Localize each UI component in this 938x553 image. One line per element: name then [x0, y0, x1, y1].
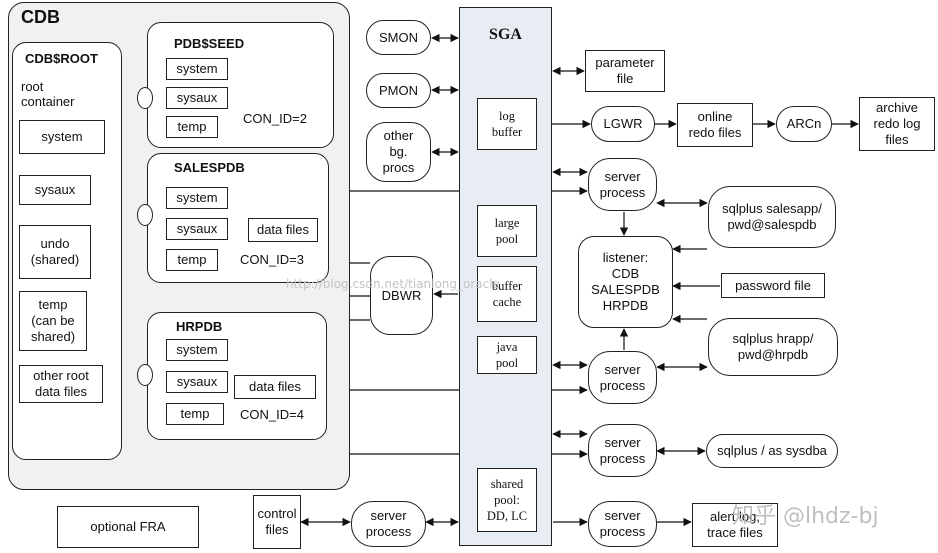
online-redo-files: online redo files — [677, 103, 753, 147]
root-system-file: system — [19, 120, 105, 154]
hrpdb-data-files: data files — [234, 375, 316, 399]
watermark-zhihu: 知乎 @lhdz-bj — [732, 504, 879, 529]
pdb-seed-con-id: CON_ID=2 — [243, 111, 307, 126]
hrpdb-temp-file: temp — [166, 403, 224, 425]
root-sysaux-file: sysaux — [19, 175, 91, 205]
server-process-sysdba: server process — [588, 424, 657, 477]
other-bg-procs: other bg. procs — [366, 122, 431, 182]
smon-process: SMON — [366, 20, 431, 55]
alert-log-trace-files: alert log, trace files — [692, 503, 778, 547]
hrpdb-plug-icon — [137, 364, 153, 386]
salespdb-plug-icon — [137, 204, 153, 226]
shared-pool: shared pool: DD, LC — [477, 468, 537, 532]
client-sqlplus-salesapp: sqlplus salesapp/ pwd@salespdb — [708, 186, 836, 248]
client-sqlplus-sysdba: sqlplus / as sysdba — [706, 434, 838, 468]
sga-title: SGA — [489, 26, 522, 43]
large-pool: large pool — [477, 205, 537, 257]
lgwr-process: LGWR — [591, 106, 655, 142]
cdb-root-title: CDB$ROOT — [25, 51, 98, 66]
pdb-seed-system-file: system — [166, 58, 228, 80]
hrpdb-sysaux-file: sysaux — [166, 371, 228, 393]
cdb-title: CDB — [21, 7, 60, 27]
pdb-seed-sysaux-file: sysaux — [166, 87, 228, 109]
root-undo-file: undo (shared) — [19, 225, 91, 279]
root-temp-file: temp (can be shared) — [19, 291, 87, 351]
root-other-data-files: other root data files — [19, 365, 103, 403]
hrpdb-title: HRPDB — [176, 319, 223, 334]
password-file: password file — [721, 273, 825, 298]
salespdb-sysaux-file: sysaux — [166, 218, 228, 240]
optional-fra: optional FRA — [57, 506, 199, 548]
buffer-cache: buffer cache — [477, 266, 537, 322]
client-sqlplus-hrapp: sqlplus hrapp/ pwd@hrpdb — [708, 318, 838, 376]
pdb-seed-temp-file: temp — [166, 116, 218, 138]
listener: listener: CDB SALESPDB HRPDB — [578, 236, 673, 328]
salespdb-con-id: CON_ID=3 — [240, 252, 304, 267]
log-buffer: log buffer — [477, 98, 537, 150]
salespdb-data-files: data files — [248, 218, 318, 242]
pdb-seed-title: PDB$SEED — [174, 36, 245, 51]
listener-text: listener: CDB SALESPDB HRPDB — [591, 250, 660, 313]
server-process-hr: server process — [588, 351, 657, 404]
control-files: control files — [253, 495, 301, 549]
parameter-file: parameter file — [585, 50, 665, 92]
salespdb-title: SALESPDB — [174, 160, 245, 175]
pdb-seed-plug-icon — [137, 87, 153, 109]
watermark-url: http://blog.csdn.net/tianlong_oracle — [286, 277, 500, 291]
pmon-process: PMON — [366, 73, 431, 108]
archive-redo-log-files: archive redo log files — [859, 97, 935, 151]
server-process-control: server process — [351, 501, 426, 547]
arcn-process: ARCn — [776, 106, 832, 142]
dbwr-process: DBWR — [370, 256, 433, 335]
java-pool: java pool — [477, 336, 537, 374]
salespdb-system-file: system — [166, 187, 228, 209]
cdb-root-subtitle: root container — [21, 79, 75, 109]
server-process-sales: server process — [588, 158, 657, 211]
server-process-alert: server process — [588, 501, 657, 547]
hrpdb-system-file: system — [166, 339, 228, 361]
hrpdb-con-id: CON_ID=4 — [240, 407, 304, 422]
salespdb-temp-file: temp — [166, 249, 218, 271]
